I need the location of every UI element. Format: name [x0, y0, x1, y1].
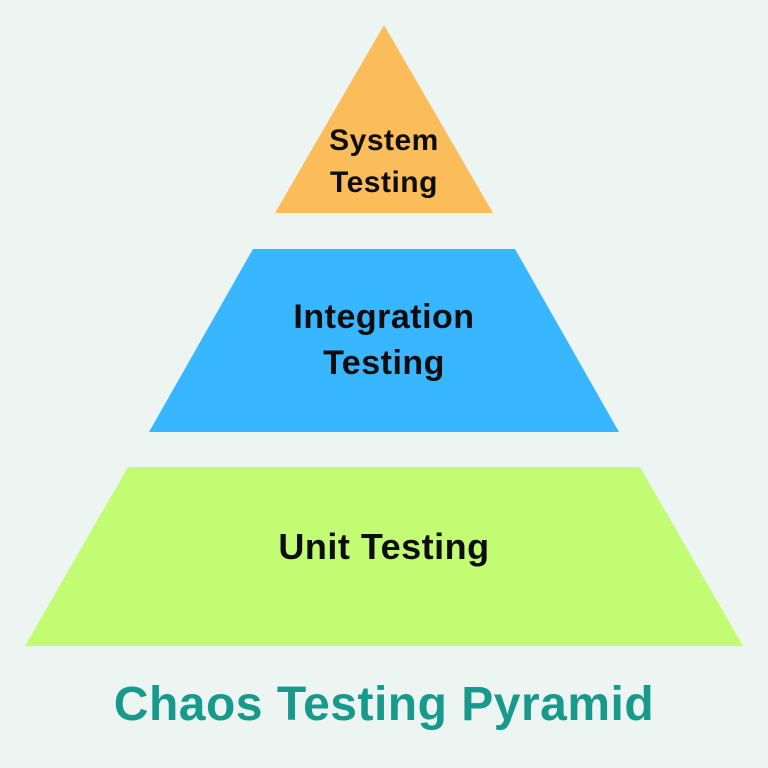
- system-testing-line1: System: [329, 124, 439, 157]
- pyramid-level-unit-shape: [25, 467, 743, 646]
- pyramid-label-system-testing: System Testing: [0, 120, 768, 204]
- pyramid-label-unit-testing: Unit Testing: [0, 524, 768, 570]
- diagram-title: Chaos Testing Pyramid: [113, 678, 655, 731]
- integration-testing-line2: Testing: [323, 344, 445, 382]
- integration-testing-line1: Integration: [293, 298, 475, 336]
- pyramid-level-system-shape: [275, 25, 493, 213]
- system-testing-line2: Testing: [330, 166, 438, 199]
- unit-testing-line1: Unit Testing: [278, 526, 490, 567]
- pyramid-label-integration-testing: Integration Testing: [0, 294, 768, 386]
- pyramid-level-integration-shape: [149, 249, 619, 432]
